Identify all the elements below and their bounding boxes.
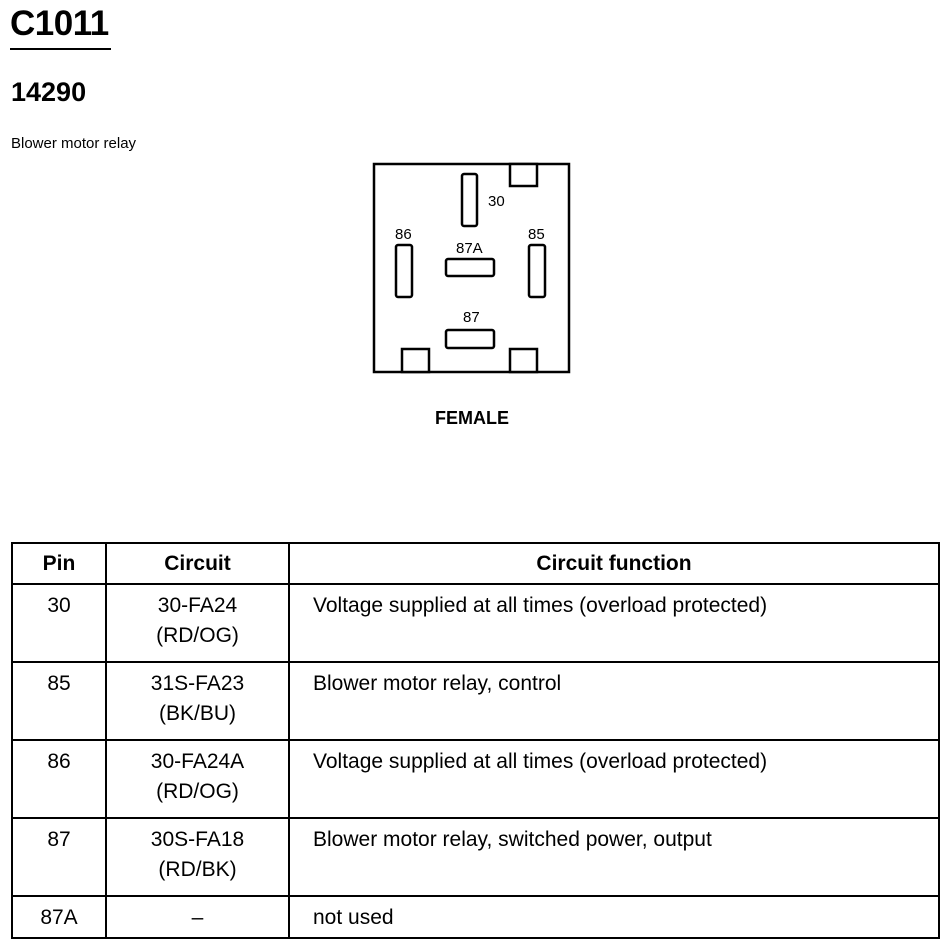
circuit-function: Voltage supplied at all times (overload … [288,583,940,663]
header-circuit-function: Circuit function [288,542,940,585]
table-row: 30 30-FA24 (RD/OG) Voltage supplied at a… [11,583,940,663]
pin-85-terminal [527,243,547,299]
pin-30-terminal [460,172,479,228]
circuit-function: Voltage supplied at all times (overload … [288,739,940,819]
circuit-cell: 31S-FA23 (BK/BU) [105,661,290,741]
wire-color: (RD/OG) [156,780,239,803]
circuit-cell: 30-FA24 (RD/OG) [105,583,290,663]
circuit-function: Blower motor relay, switched power, outp… [288,817,940,897]
circuit-cell: – [105,895,290,939]
connector-id-underline [10,48,111,50]
pin-number: 30 [11,583,107,663]
circuit-code: 30S-FA18 [150,828,245,851]
circuit-cell: 30-FA24A (RD/OG) [105,739,290,819]
circuit-code: 31S-FA23 [150,672,245,695]
circuit-code: 30-FA24 [157,594,238,617]
part-number: 14290 [11,77,87,107]
table-row: 87 30S-FA18 (RD/BK) Blower motor relay, … [11,817,940,897]
wire-color: (BK/BU) [158,702,236,725]
pin-number: 85 [11,661,107,741]
pin-87a-label: 87A [456,240,483,257]
circuit-cell: 30S-FA18 (RD/BK) [105,817,290,897]
connector-description: Blower motor relay [11,135,137,152]
wire-color: (RD/OG) [156,624,239,647]
relay-connector-diagram: 30 86 87A 85 87 [372,162,571,374]
circuit-function: not used [288,895,940,939]
circuit-code: 30-FA24A [150,750,245,773]
pin-number: 87 [11,817,107,897]
pin-87-terminal [444,328,496,350]
pin-86-label: 86 [395,226,412,243]
wire-color: (RD/BK) [158,858,237,881]
pin-87-label: 87 [463,309,480,326]
key-notch-top-right [508,162,539,188]
header-pin: Pin [11,542,107,585]
pin-table-header-row: Pin Circuit Circuit function [11,542,940,585]
key-notch-bottom-right [508,347,539,374]
connector-gender-label: FEMALE [435,408,509,428]
circuit-code: – [191,906,204,929]
pin-85-label: 85 [528,226,545,243]
pin-number: 87A [11,895,107,939]
pin-87a-terminal [444,257,496,278]
circuit-function: Blower motor relay, control [288,661,940,741]
table-row: 85 31S-FA23 (BK/BU) Blower motor relay, … [11,661,940,741]
header-circuit: Circuit [105,542,290,585]
table-row: 86 30-FA24A (RD/OG) Voltage supplied at … [11,739,940,819]
connector-id: C1011 [10,4,109,43]
pin-number: 86 [11,739,107,819]
table-row: 87A – not used [11,895,940,939]
pin-86-terminal [394,243,414,299]
pin-table: Pin Circuit Circuit function 30 30-FA24 … [11,542,940,939]
pin-30-label: 30 [488,193,505,210]
key-notch-bottom-left [400,347,431,374]
